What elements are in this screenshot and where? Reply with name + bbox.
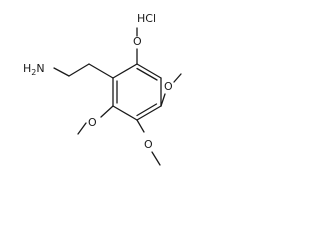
methoxy-bond-bottom-right-2	[151, 151, 161, 166]
amine-label: H2N	[23, 62, 45, 77]
methoxy-bond-bottom-left-2	[77, 122, 87, 135]
ring-double-bond-2	[136, 103, 158, 117]
oxygen-bottom-right: O	[144, 138, 153, 151]
oxygen-bottom-left: O	[88, 116, 97, 129]
ring-double-bond-1	[136, 67, 158, 81]
oxygen-top: O	[133, 35, 142, 48]
methoxy-bond-bottom-right-1	[136, 119, 145, 133]
methoxy-groups: O O O O	[77, 27, 182, 166]
chain-bond-1	[88, 63, 114, 79]
molecule-diagram: HCl H2N O	[23, 12, 182, 166]
salt-label: HCl	[137, 12, 156, 25]
ring-bond-1	[112, 63, 138, 79]
ring-bond-4	[136, 105, 162, 121]
chain-bond-3	[53, 67, 70, 77]
methoxy-bond-bottom-left-1	[100, 105, 114, 118]
ethylamine-chain: H2N	[23, 62, 114, 79]
methoxy-bond-right-1	[160, 93, 166, 107]
methoxy-bond-right-2	[173, 73, 182, 83]
ring-bond-2	[136, 63, 162, 79]
oxygen-right: O	[164, 80, 173, 93]
ring-bond-5	[112, 105, 138, 121]
benzene-ring	[112, 63, 162, 121]
structure-canvas: HCl H2N O	[0, 0, 186, 170]
chain-bond-2	[68, 63, 90, 77]
